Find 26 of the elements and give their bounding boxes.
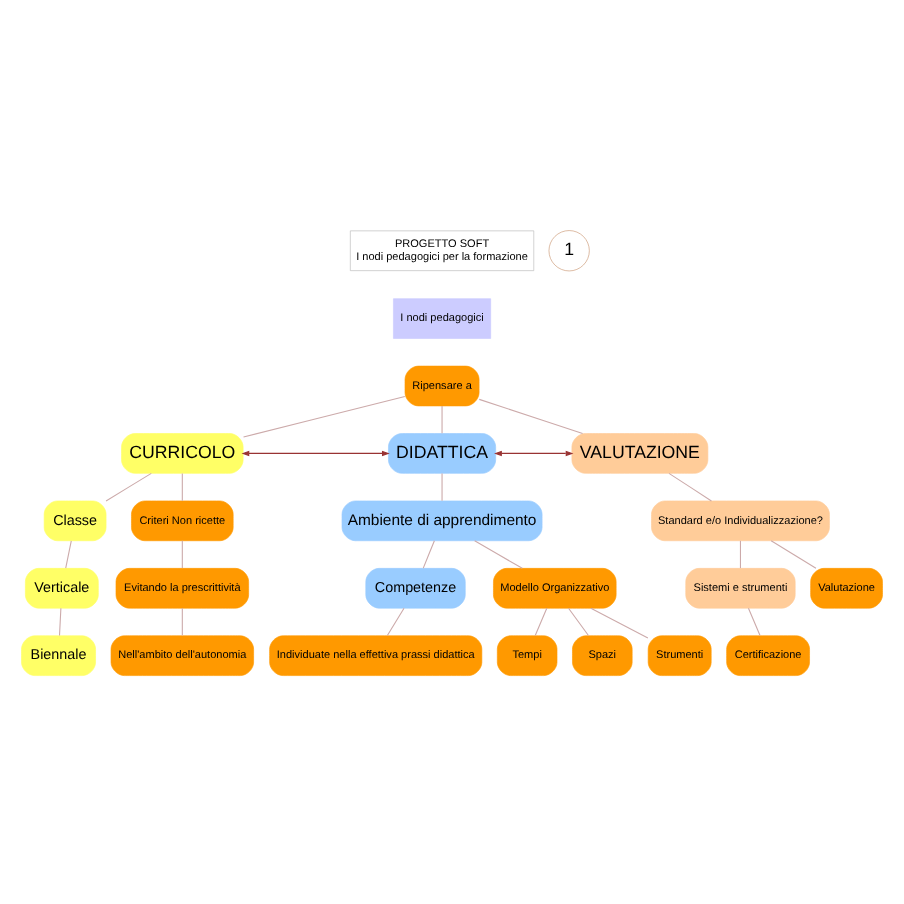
connector [568,606,589,636]
connector [422,539,435,568]
connector [668,471,712,501]
connector [181,606,183,636]
node-circle: 1 [548,229,590,271]
connector [181,539,183,568]
connector [242,394,406,437]
connector [739,539,742,568]
connector [441,471,443,501]
arrow [241,449,390,456]
connector [181,471,183,501]
connector [474,539,523,568]
connector [441,404,443,433]
node-box: CURRICOLO [121,432,244,473]
connector [105,471,152,501]
connector [770,539,817,568]
connector [65,539,72,568]
connector [534,606,548,636]
node-box: VALUTAZIONE [571,432,709,473]
connector [58,606,62,636]
connector [478,397,584,433]
node-box: DIDATTICA [388,432,496,473]
connector [590,606,649,638]
connector [747,606,761,636]
arrow [494,449,574,456]
connector [386,606,405,636]
